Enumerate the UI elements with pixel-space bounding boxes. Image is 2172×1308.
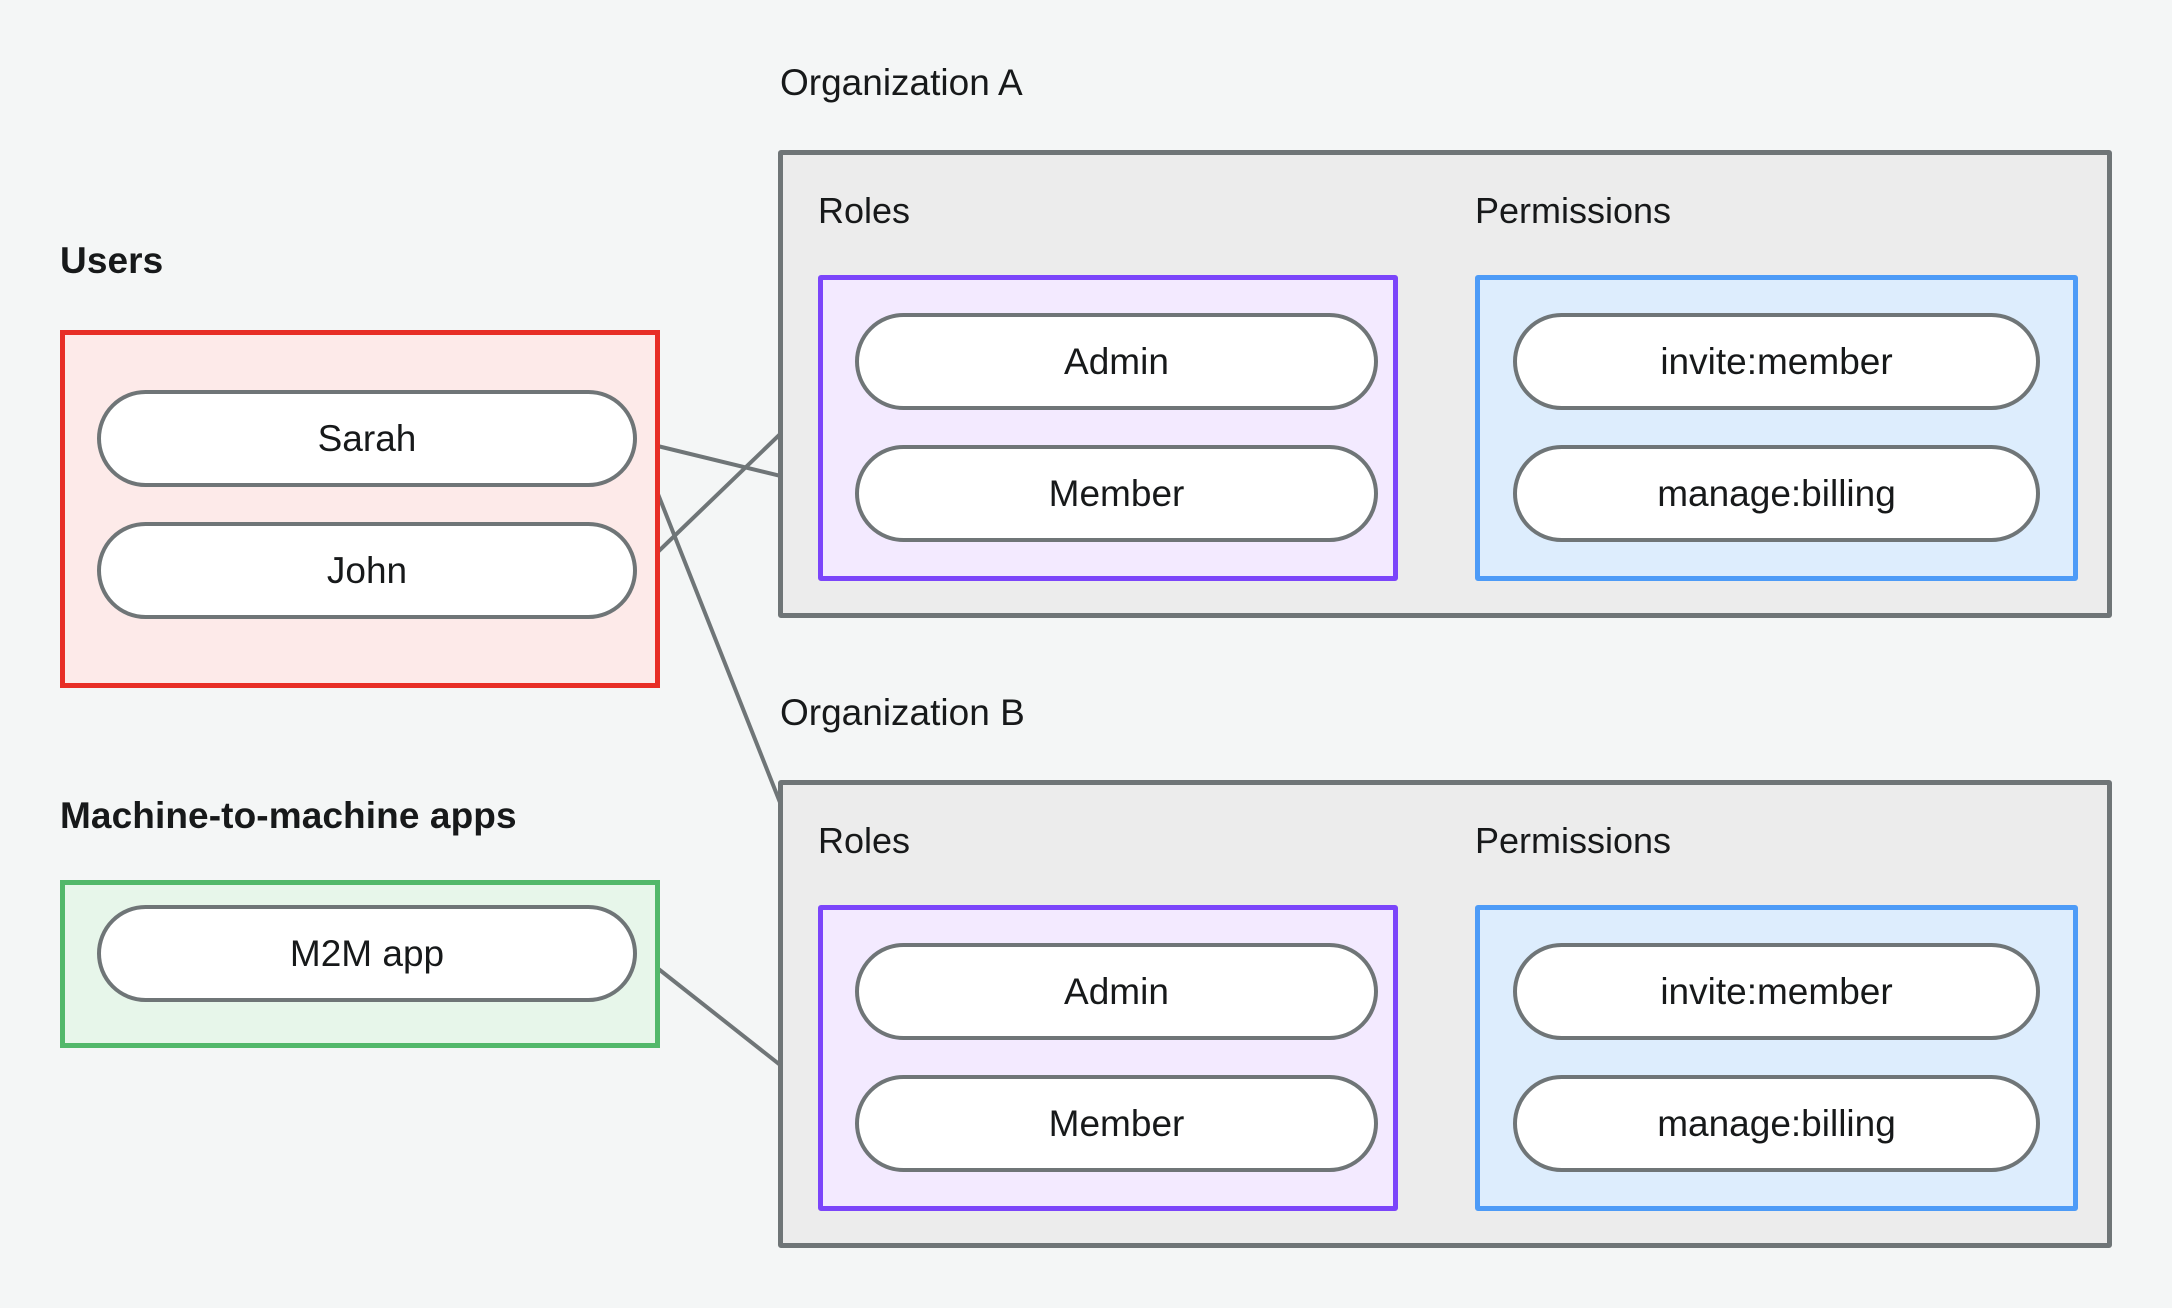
org-b-permission-manage-billing-label: manage:billing: [1657, 1103, 1896, 1144]
org-b-permission-manage-billing[interactable]: manage:billing: [1513, 1075, 2040, 1172]
org-b-role-member-label: Member: [1048, 1103, 1185, 1144]
org-a-permission-manage-billing[interactable]: manage:billing: [1513, 445, 2040, 542]
user-node-sarah[interactable]: Sarah: [97, 390, 637, 487]
user-node-john[interactable]: John: [97, 522, 637, 619]
org-a-role-member-label: Member: [1048, 473, 1185, 514]
org-b-role-member[interactable]: Member: [855, 1075, 1378, 1172]
org-a-permission-manage-billing-label: manage:billing: [1657, 473, 1896, 514]
users-group-title: Users: [60, 240, 164, 281]
org-a-permission-invite-member[interactable]: invite:member: [1513, 313, 2040, 410]
org-a-title: Organization A: [780, 62, 1023, 103]
org-b-permission-invite-member-label: invite:member: [1660, 971, 1893, 1012]
org-a-permissions-title: Permissions: [1475, 190, 1672, 231]
m2m-node-app-label: M2M app: [289, 933, 445, 974]
org-a-role-admin-label: Admin: [1064, 341, 1169, 382]
m2m-group-title: Machine-to-machine apps: [60, 795, 517, 836]
org-a-role-admin[interactable]: Admin: [855, 313, 1378, 410]
users-group-box[interactable]: [60, 330, 660, 688]
org-b-roles-title: Roles: [818, 820, 911, 861]
m2m-node-app[interactable]: M2M app: [97, 905, 637, 1002]
org-b-permissions-title: Permissions: [1475, 820, 1672, 861]
org-a-permission-invite-member-label: invite:member: [1660, 341, 1893, 382]
org-a-role-member[interactable]: Member: [855, 445, 1378, 542]
org-b-role-admin-label: Admin: [1064, 971, 1169, 1012]
user-node-john-label: John: [326, 550, 408, 591]
user-node-sarah-label: Sarah: [317, 418, 417, 459]
org-b-role-admin[interactable]: Admin: [855, 943, 1378, 1040]
org-b-title: Organization B: [780, 692, 1025, 733]
org-a-roles-title: Roles: [818, 190, 911, 231]
org-b-permission-invite-member[interactable]: invite:member: [1513, 943, 2040, 1040]
